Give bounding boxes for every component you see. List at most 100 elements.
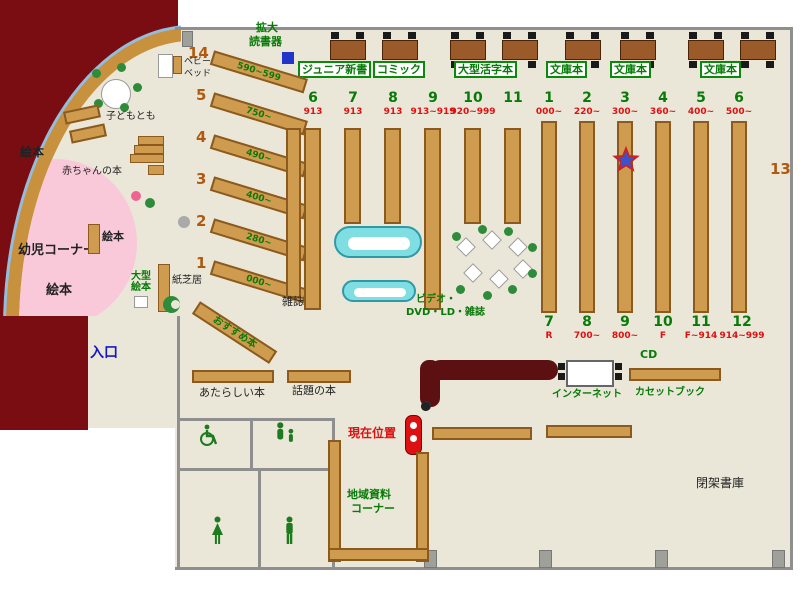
seat-dot [92, 69, 101, 78]
stack-range: 700~ [573, 331, 601, 341]
wheelchair-icon [200, 424, 218, 446]
stack-range: 913 [383, 107, 403, 117]
picture-books-label: 絵本 [102, 230, 124, 243]
step-shelf [130, 154, 164, 163]
category-box-large-print: 大型活字本 [454, 61, 517, 78]
category-box-junior: ジュニア新書 [298, 61, 372, 78]
stack-number: 6 [308, 90, 318, 106]
current-location-label: 現在位置 [348, 426, 397, 440]
stack-range: 360~ [649, 107, 677, 117]
wall-right [790, 27, 793, 570]
category-box-bunko-1: 文庫本 [546, 61, 587, 78]
seat-dot [133, 83, 142, 92]
large-picture-books-label: 大型 [131, 271, 151, 282]
book-stack [304, 128, 321, 310]
kodomo-tomo-label: 子どもとも [106, 111, 156, 122]
stack-number: 12 [732, 314, 752, 330]
seat-dot [528, 243, 537, 252]
category-box-bunko-3: 文庫本 [700, 61, 741, 78]
pillar [539, 550, 552, 568]
shelf-number: 14 [188, 44, 209, 62]
stack-range: F~914 [684, 331, 718, 341]
book-stack [541, 121, 557, 313]
local-materials-label: コーナー [351, 502, 395, 515]
internet-label: インターネット [552, 389, 622, 400]
stack-range: R [545, 331, 553, 341]
stack-number: 11 [691, 314, 711, 330]
seat-dot [483, 291, 492, 300]
pillar [772, 550, 785, 568]
local-materials-shelf [416, 452, 429, 562]
seat-dot [456, 285, 465, 294]
closed-stacks-label: 閉架書庫 [696, 476, 745, 490]
new-books-shelf [192, 370, 274, 383]
reading-table [565, 32, 602, 68]
seat-dot [145, 198, 155, 208]
stack-number: 2 [582, 90, 592, 106]
stack-number: 1 [544, 90, 554, 106]
new-books-label: あたらしい本 [199, 386, 265, 399]
internet-table [566, 360, 614, 387]
step-shelf [134, 145, 164, 154]
book-stack [464, 128, 481, 224]
reading-table [688, 32, 725, 68]
nursing-room-icon [277, 422, 294, 442]
video-label: DVD・LD・雑誌 [406, 307, 486, 318]
picture-books-label: 絵本 [20, 145, 45, 159]
stack-number: 7 [348, 90, 358, 106]
small-shelf [88, 224, 100, 254]
stack-number: 3 [620, 90, 630, 106]
reading-table [620, 32, 657, 68]
magazine-rack-inner [348, 237, 410, 250]
reading-table [502, 32, 539, 68]
wall-bottom [175, 567, 793, 570]
step-shelf [138, 136, 164, 145]
curved-wall-clip [0, 24, 181, 326]
seat-dot [94, 99, 103, 108]
small-shelf [173, 56, 182, 74]
post-dot [421, 402, 430, 411]
star-icon [612, 146, 640, 172]
stack-range: 800~ [611, 331, 639, 341]
step-shelf [148, 165, 164, 175]
stack-number: 9 [428, 90, 438, 106]
reading-table [382, 32, 419, 68]
stack-range: 400~ [687, 107, 715, 117]
large-picture-books-label: 絵本 [131, 282, 151, 293]
stack-number: 5 [696, 90, 706, 106]
magnifier-reader-icon [282, 52, 294, 64]
seat-dot [504, 227, 513, 236]
chair [615, 373, 622, 380]
kids-seat-icon [163, 296, 180, 313]
reading-table [330, 32, 367, 68]
reading-table [740, 32, 777, 68]
baby-bed [158, 54, 173, 78]
stack-number: 9 [620, 314, 630, 330]
stack-number: 8 [388, 90, 398, 106]
low-shelf [432, 427, 532, 440]
magazines-label: 雑誌 [282, 295, 304, 308]
cassette-shelf [629, 368, 721, 381]
stack-range: 300~ [611, 107, 639, 117]
magazine-rack [342, 280, 416, 302]
cd-label: CD [640, 348, 658, 361]
stack-range: 913 [303, 107, 323, 117]
stack-range: 913~919 [410, 107, 456, 117]
pillar [655, 550, 668, 568]
service-counter [430, 360, 558, 380]
book-stack [579, 121, 595, 313]
wall-toilet-mid [177, 468, 335, 471]
kamishibai-label: 紙芝居 [172, 275, 202, 286]
cassette-books-label: カセットブック [635, 387, 705, 398]
pillar [182, 31, 193, 47]
chair [558, 363, 565, 370]
stack-number: 6 [734, 90, 744, 106]
stack-number: 7 [544, 314, 554, 330]
chair-row [621, 32, 657, 39]
stack-number: 10 [463, 90, 483, 106]
book-stack [424, 128, 441, 310]
baby-bed-label: ベビー [184, 57, 212, 67]
shelf-number: 2 [196, 212, 207, 230]
topical-books-label: 話題の本 [292, 384, 336, 397]
